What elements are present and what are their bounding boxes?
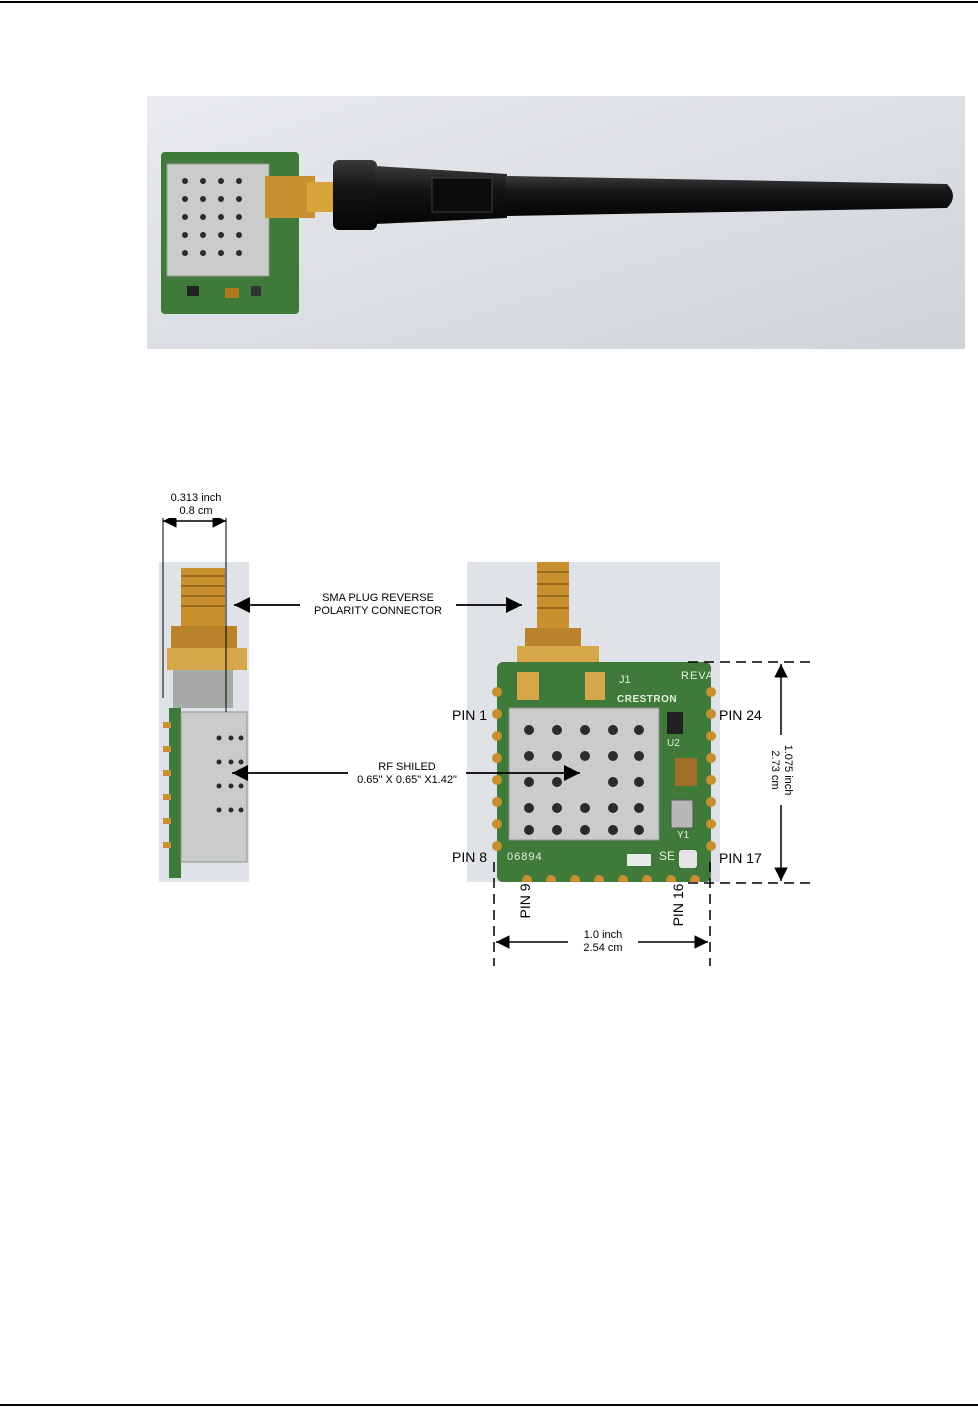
width-dimension-label: 1.0 inch 2.54 cm bbox=[568, 929, 638, 955]
pin8-label: PIN 8 bbox=[452, 849, 487, 865]
pin1-label: PIN 1 bbox=[452, 707, 487, 723]
rf-shield-label: RF SHILED 0.65" X 0.65" X1.42" bbox=[348, 761, 466, 787]
pin9-label: PIN 9 bbox=[517, 876, 533, 926]
height-dimension-label: 1.075 inch 2.73 cm bbox=[768, 735, 794, 805]
pin17-label: PIN 17 bbox=[719, 850, 762, 866]
rf-shield-label-line2: 0.65" X 0.65" X1.42" bbox=[348, 774, 466, 787]
side-width-cm: 0.8 cm bbox=[160, 505, 232, 518]
pin24-label: PIN 24 bbox=[719, 707, 762, 723]
side-width-label: 0.313 inch 0.8 cm bbox=[160, 492, 232, 518]
rf-shield-label-line1: RF SHILED bbox=[348, 761, 466, 774]
height-dimension-inch: 1.075 inch bbox=[781, 735, 794, 805]
connector-label-line2: POLARITY CONNECTOR bbox=[300, 605, 456, 618]
height-dimension-cm: 2.73 cm bbox=[768, 735, 781, 805]
width-dimension-inch: 1.0 inch bbox=[568, 929, 638, 942]
width-dimension-cm: 2.54 cm bbox=[568, 942, 638, 955]
side-width-inch: 0.313 inch bbox=[160, 492, 232, 505]
connector-label-line1: SMA PLUG REVERSE bbox=[300, 592, 456, 605]
pin16-label: PIN 16 bbox=[670, 880, 686, 930]
connector-label: SMA PLUG REVERSE POLARITY CONNECTOR bbox=[300, 592, 456, 618]
